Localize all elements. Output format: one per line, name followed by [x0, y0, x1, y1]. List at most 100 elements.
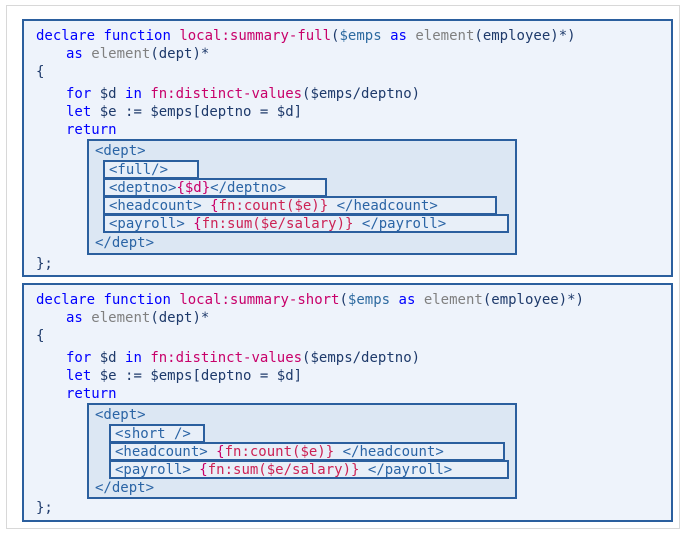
end-brace: }; — [36, 256, 53, 272]
payroll-close-tag: </payroll> — [361, 216, 447, 232]
child-box-payroll: <payroll> {fn:sum($e/salary)} </payroll> — [103, 214, 509, 233]
open-brace: { — [36, 328, 45, 344]
distinct-values-fn: fn:distinct-values — [150, 86, 303, 102]
let-var: $e — [99, 368, 117, 384]
keyword-for: for — [66, 350, 92, 366]
keyword-for: for — [66, 86, 92, 102]
paren-close: )* — [192, 46, 210, 62]
dept-element-box: <dept> <short /> <headcount> {fn:count($… — [87, 403, 517, 499]
return-type: dept — [158, 310, 193, 326]
headcount-open-tag: <headcount> — [109, 198, 202, 214]
for-var: $d — [99, 350, 117, 366]
payroll-line: <payroll> {fn:sum($e/salary)} </payroll> — [109, 215, 446, 233]
keyword-return: return — [66, 122, 117, 138]
keyword-declare: declare — [36, 28, 96, 44]
dept-open-tag: <dept> — [95, 143, 146, 159]
child-box-headcount: <headcount> {fn:count($e)} </headcount> — [109, 442, 505, 461]
deptno-line: <deptno>{$d}</deptno> — [109, 179, 286, 197]
keyword-element: element — [91, 46, 151, 62]
dept-element-box: <dept> <full/> <deptno>{$d}</deptno> <he… — [87, 139, 517, 255]
keyword-return: return — [66, 386, 117, 402]
for-args: ($emps/deptno) — [302, 86, 421, 102]
full-tag: <full/> — [109, 162, 169, 178]
keyword-in: in — [125, 350, 142, 366]
payroll-expr: fn:sum($e/salary)} — [207, 462, 360, 478]
declaration-line: declare function local:summary-full($emp… — [36, 27, 576, 45]
headcount-line: <headcount> {fn:count($e)} </headcount> — [109, 197, 438, 215]
payroll-line: <payroll> {fn:sum($e/salary)} </payroll> — [115, 461, 452, 479]
dept-open-tag: <dept> — [95, 407, 146, 423]
figure-frame: declare function local:summary-full($emp… — [6, 5, 680, 529]
keyword-element: element — [423, 292, 483, 308]
function-name: local:summary-full — [179, 28, 332, 44]
paren-open: ( — [331, 28, 340, 44]
param-type: employee — [491, 292, 559, 308]
headcount-close-tag: </headcount> — [342, 444, 444, 460]
distinct-values-fn: fn:distinct-values — [150, 350, 303, 366]
code-panel-summary-full: declare function local:summary-full($emp… — [22, 19, 673, 277]
let-line: let $e := $emps[deptno = $d] — [66, 103, 302, 121]
keyword-as: as — [398, 292, 416, 308]
paren-close: )* — [192, 310, 210, 326]
code-panel-summary-short: declare function local:summary-short($em… — [22, 283, 673, 522]
keyword-in: in — [125, 86, 142, 102]
keyword-declare: declare — [36, 292, 96, 308]
keyword-as: as — [66, 46, 83, 62]
keyword-element: element — [91, 310, 151, 326]
deptno-expr: {$d} — [176, 180, 211, 196]
paren: ( — [474, 28, 483, 44]
param-var: $emps — [347, 292, 391, 308]
let-line: let $e := $emps[deptno = $d] — [66, 367, 302, 385]
headcount-close-tag: </headcount> — [336, 198, 438, 214]
payroll-close-tag: </payroll> — [367, 462, 453, 478]
paren-open: ( — [150, 46, 159, 62]
child-box-full: <full/> — [103, 160, 199, 179]
end-brace: }; — [36, 500, 53, 516]
payroll-brace: { — [193, 216, 202, 232]
for-line: for $d in fn:distinct-values($emps/deptn… — [66, 349, 420, 367]
function-name: local:summary-short — [179, 292, 340, 308]
param-var: $emps — [339, 28, 382, 44]
headcount-line: <headcount> {fn:count($e)} </headcount> — [115, 443, 444, 461]
payroll-brace: { — [199, 462, 208, 478]
child-box-headcount: <headcount> {fn:count($e)} </headcount> — [103, 196, 497, 215]
keyword-as: as — [66, 310, 83, 326]
deptno-close-tag: </deptno> — [210, 180, 287, 196]
payroll-expr: fn:sum($e/salary)} — [201, 216, 354, 232]
paren-open: ( — [150, 310, 159, 326]
child-box-short: <short /> — [109, 424, 205, 443]
short-tag: <short /> — [115, 426, 191, 442]
return-type-line: as element(dept)* — [66, 309, 209, 327]
keyword-function: function — [103, 292, 171, 308]
headcount-expr: fn:count($e)} — [218, 198, 329, 214]
paren-open: ( — [339, 292, 348, 308]
assign-op: := — [125, 104, 142, 120]
headcount-open-tag: <headcount> — [115, 444, 208, 460]
child-box-deptno: <deptno>{$d}</deptno> — [103, 178, 327, 197]
return-type-line: as element(dept)* — [66, 45, 209, 63]
open-brace: { — [36, 64, 45, 80]
let-expr: $emps[deptno = $d] — [150, 368, 303, 384]
payroll-open-tag: <payroll> — [109, 216, 185, 232]
for-var: $d — [99, 86, 117, 102]
deptno-open-tag: <deptno> — [109, 180, 177, 196]
for-args: ($emps/deptno) — [302, 350, 421, 366]
keyword-element: element — [415, 28, 475, 44]
assign-op: := — [125, 368, 142, 384]
let-expr: $emps[deptno = $d] — [150, 104, 303, 120]
keyword-function: function — [103, 28, 171, 44]
param-type: employee — [482, 28, 551, 44]
keyword-let: let — [66, 104, 92, 120]
dept-close-tag: </dept> — [95, 235, 155, 251]
paren: ( — [482, 292, 492, 308]
return-type: dept — [158, 46, 193, 62]
let-var: $e — [99, 104, 117, 120]
declaration-line: declare function local:summary-short($em… — [36, 291, 584, 309]
payroll-open-tag: <payroll> — [115, 462, 191, 478]
headcount-brace: { — [216, 444, 225, 460]
child-box-payroll: <payroll> {fn:sum($e/salary)} </payroll> — [109, 460, 509, 479]
paren-close: )*) — [558, 292, 584, 308]
headcount-expr: fn:count($e)} — [224, 444, 335, 460]
keyword-as: as — [390, 28, 407, 44]
headcount-brace: { — [210, 198, 219, 214]
